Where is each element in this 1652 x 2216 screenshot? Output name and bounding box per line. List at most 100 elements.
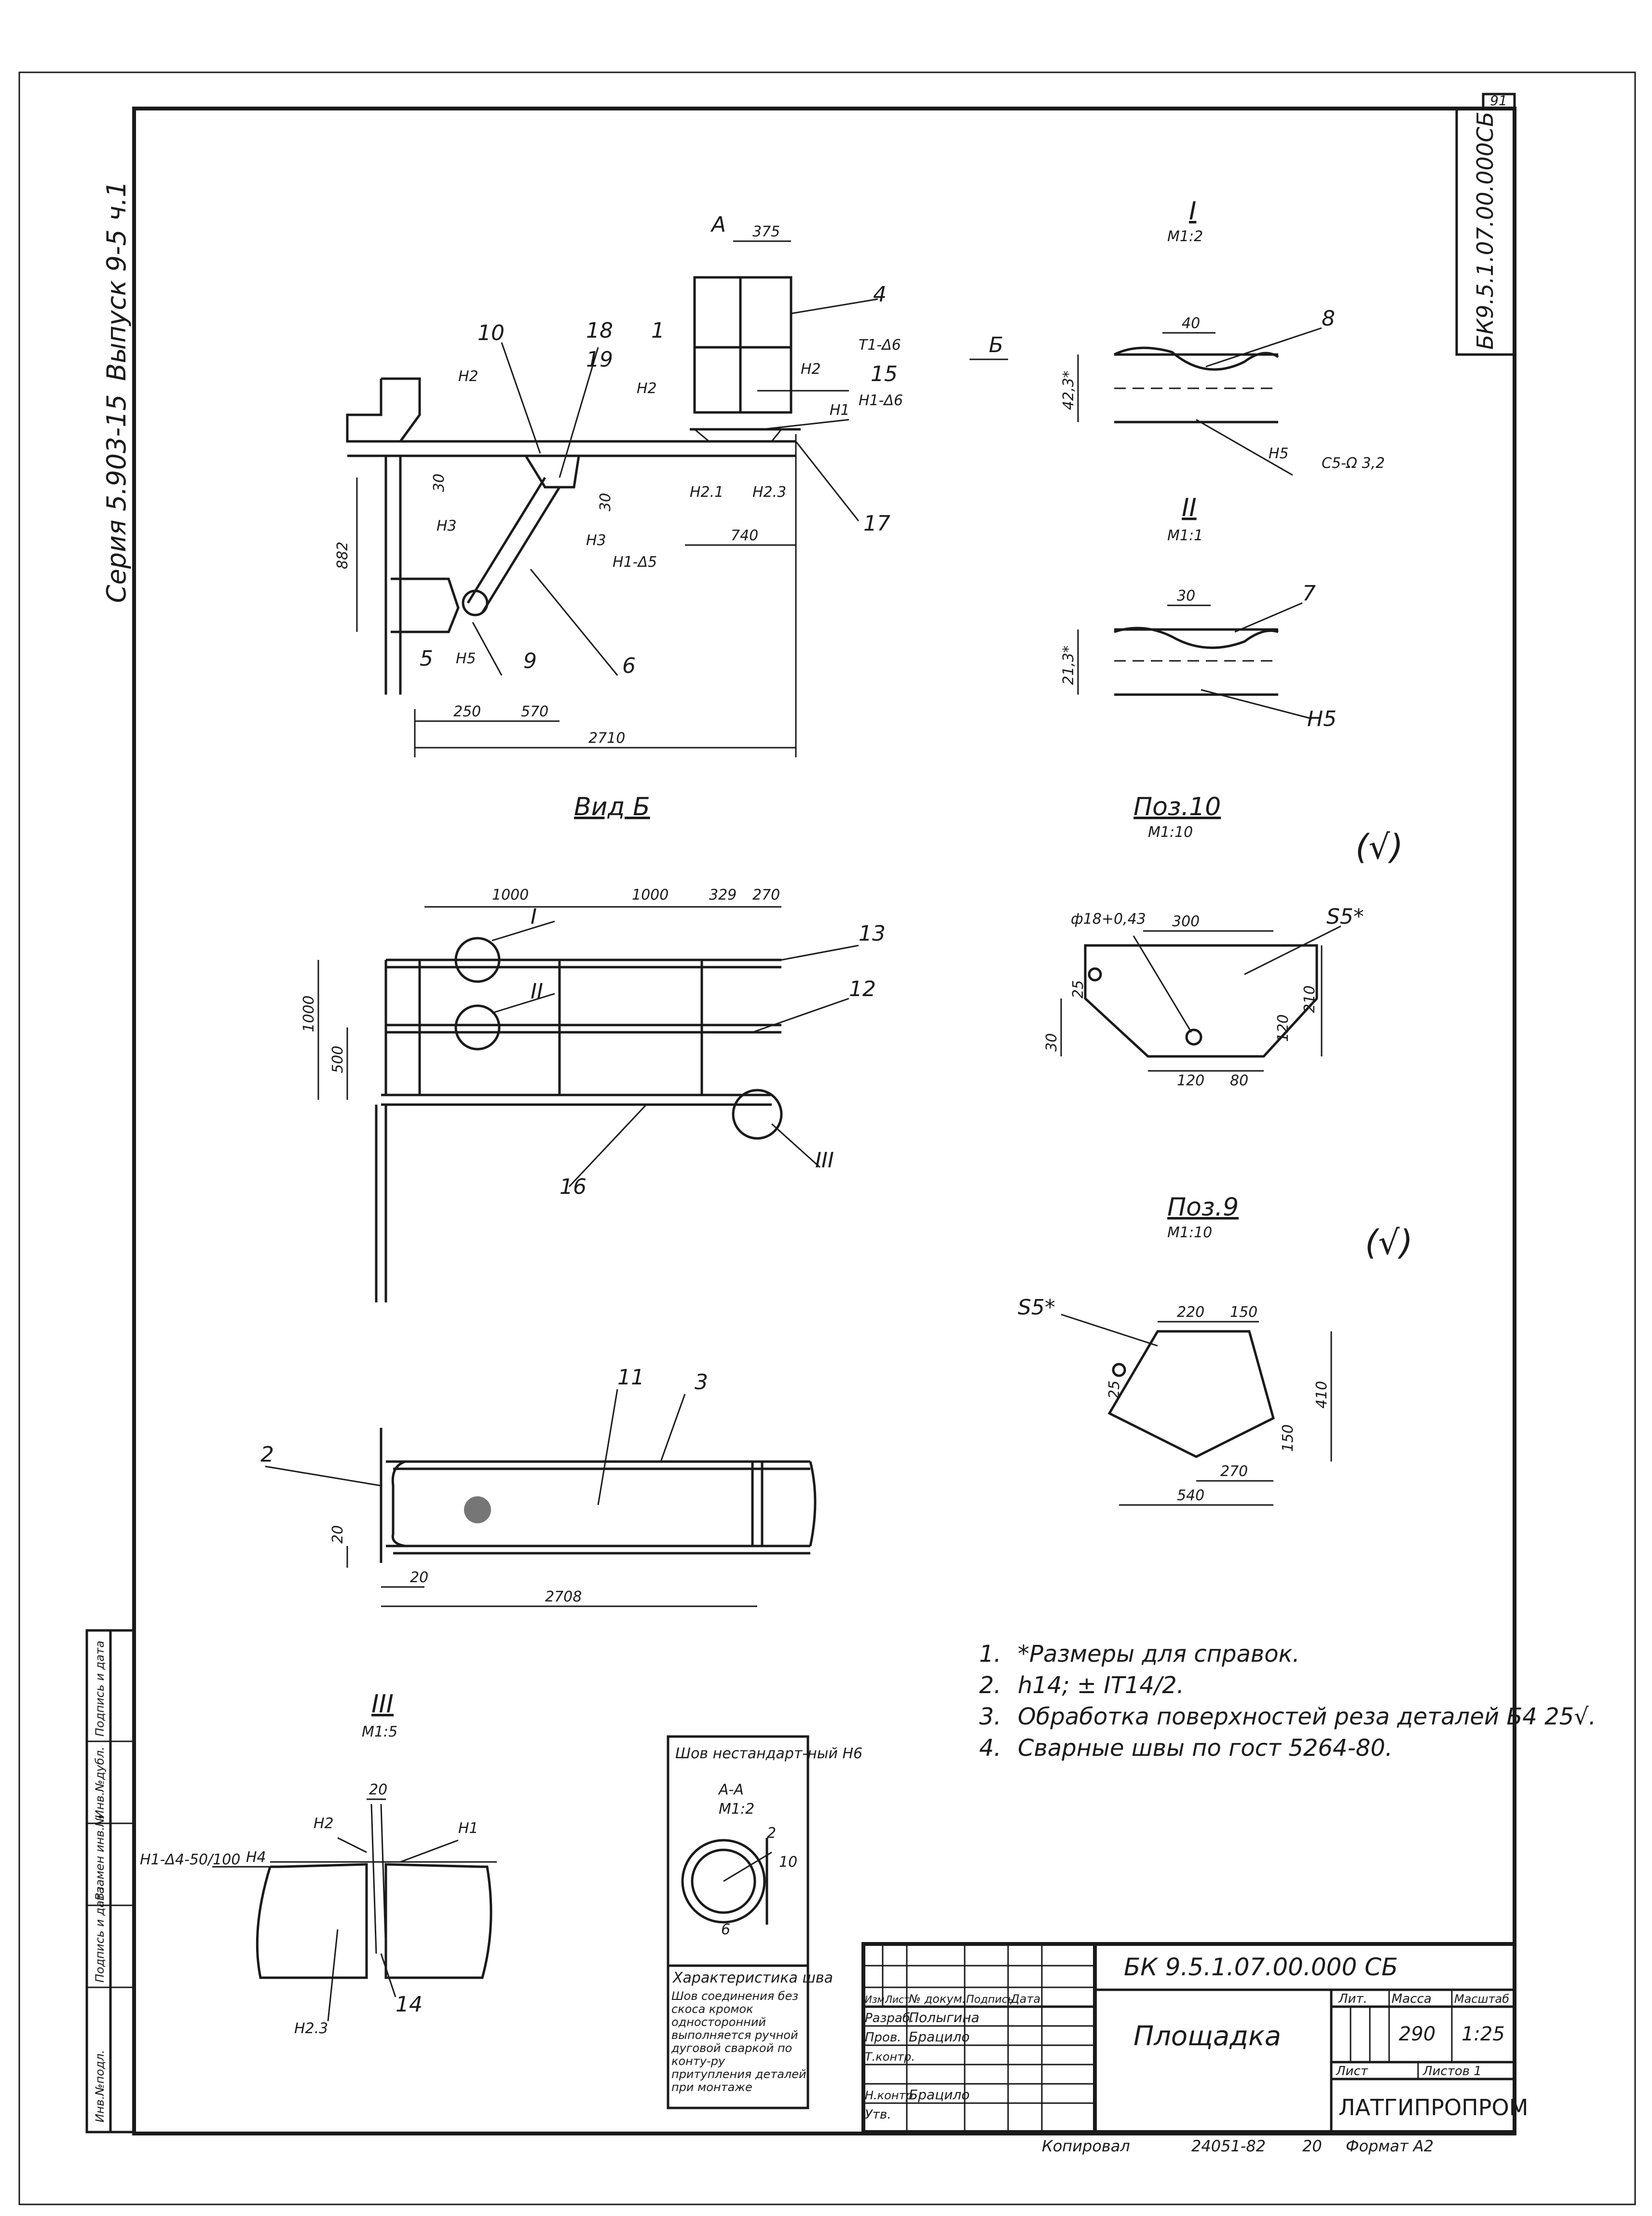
pos10-dim: 30: [1043, 1033, 1060, 1052]
pos10-dim: ф18+0,43: [1071, 911, 1146, 928]
weld-header: Шов нестандарт-ный Н6: [675, 1745, 862, 1762]
plan-callout: 6: [622, 654, 636, 678]
pos9-dim: 270: [1220, 1463, 1248, 1480]
detail-III-callout: Н1-Δ4-50/100: [140, 1851, 240, 1868]
title-name: Площадка: [1133, 2021, 1281, 2052]
section-I-dim: 40: [1182, 315, 1200, 332]
row-role: Пров.: [865, 2030, 901, 2045]
arrow-b-label: Б: [989, 333, 1003, 357]
plan-callout: 19: [586, 347, 613, 372]
pos10-roughness: (√): [1355, 827, 1403, 867]
notes: 1. *Размеры для справок. 2. h14; ± IT14/…: [979, 1641, 1596, 1762]
pos9-dim: 220: [1177, 1304, 1204, 1321]
detail-III-callout: Н1: [458, 1820, 478, 1837]
lit-label: Лит.: [1338, 1992, 1367, 2006]
row-name: Полыгина: [909, 2010, 980, 2025]
scale-label: Масштаб: [1454, 1992, 1509, 2006]
view-B-dim: 1000: [492, 887, 529, 903]
plan-callout: 10: [478, 321, 505, 345]
pos9-dim: 410: [1313, 1381, 1330, 1409]
footer-copied: Копировал: [1042, 2137, 1130, 2155]
pos10-scale: М1:10: [1148, 824, 1193, 841]
weld-char-text: Шов соединения без скоса кромок одностор…: [671, 1990, 806, 2094]
plan-callout: 5: [420, 646, 433, 671]
bottom-dim: 20: [329, 1525, 346, 1544]
plan-dim: 250: [453, 703, 481, 720]
inner-frame: [132, 107, 1516, 2135]
note-num: 4.: [979, 1735, 1001, 1762]
plan-callout: Н2.3: [752, 484, 786, 501]
scale-value: 1:25: [1461, 2023, 1505, 2045]
pos10-title: Поз.10: [1133, 793, 1221, 821]
doc-code-box: [1455, 107, 1516, 356]
detail-III: III М1:5 20 Н2 Н1 Н1-Δ4-50/100 Н4 Н2.3 1…: [140, 1690, 497, 2037]
side-stamp-cell: Инв.№подл.: [93, 2050, 107, 2122]
note-num: 2.: [979, 1672, 1001, 1699]
plan-callout: Н2: [458, 368, 478, 385]
plan-callout: 15: [871, 362, 898, 386]
section-I-dim: 42,3*: [1060, 370, 1077, 410]
plan-dim: 375: [752, 223, 780, 240]
row-role: Утв.: [865, 2107, 891, 2122]
footer-format: Формат А2: [1346, 2137, 1434, 2155]
view-B-callout: 13: [859, 921, 886, 946]
side-stamp-cell: Взамен инв.№: [93, 1815, 107, 1901]
section-II-dim: 21,3*: [1060, 645, 1077, 685]
detail-III-callout: 14: [396, 1992, 423, 2017]
pos10-dim: 210: [1301, 985, 1318, 1013]
note-num: 1.: [979, 1641, 1001, 1668]
col-header: № докум.: [908, 1992, 966, 2006]
plan-callout: Н3: [586, 532, 606, 549]
view-B-callout: II: [531, 979, 543, 1004]
bottom-dim: 2708: [545, 1588, 582, 1605]
section-I-scale: М1:2: [1167, 228, 1203, 245]
bottom-callout: 3: [695, 1370, 708, 1395]
plan-callout: 18: [586, 318, 613, 343]
row-role: Н.контр.: [865, 2089, 916, 2102]
section-I-callout: С5-Ω 3,2: [1322, 455, 1385, 472]
mass-label: Масса: [1392, 1992, 1432, 2006]
view-B-callout: I: [531, 904, 537, 929]
title-code: БК 9.5.1.07.00.000 СБ: [1124, 1953, 1398, 1981]
plan-callout: Н1-Δ5: [613, 554, 657, 571]
weld-char-title: Характеристика шва: [672, 1970, 833, 1986]
view-B-callout: 12: [849, 977, 876, 1001]
pos10-dim: 120: [1177, 1072, 1204, 1089]
section-II-callout: Н5: [1307, 707, 1337, 731]
series-label: Серия 5.903-15: [101, 394, 132, 603]
section-I-callout: Н5: [1269, 445, 1289, 462]
weld-note: Шов нестандарт-ный Н6 А-А М1:2 2 10 6 Ха…: [667, 1735, 862, 2109]
section-II-dim: 30: [1177, 588, 1195, 604]
plan-dim: 30: [597, 493, 614, 511]
plan-callout: Н1-Δ6: [859, 392, 903, 409]
view-B-callout: III: [815, 1148, 834, 1173]
bottom-callout: 2: [260, 1442, 274, 1467]
pos9-roughness: (√): [1365, 1223, 1413, 1262]
view-B-dim: 329: [709, 887, 737, 903]
col-header: Лист: [885, 1994, 910, 2005]
sheets-label: Листов 1: [1422, 2064, 1482, 2079]
pos9-scale: М1:10: [1167, 1224, 1212, 1241]
plan-callout: Н2: [801, 361, 821, 378]
pos10-view: Поз.10 М1:10 (√) ф18+0,43 300 S5* 25 210…: [1043, 793, 1403, 1089]
side-stamp: Инв.№подл. Подпись и дата Взамен инв.№ И…: [85, 1629, 136, 2134]
section-I-callout: 8: [1322, 306, 1335, 331]
title-block: Изм. Лист № докум. Подпись Дата Разраб. …: [861, 1942, 1528, 2134]
plan-dim: 2710: [588, 730, 625, 747]
plan-dim: 30: [431, 474, 448, 492]
pos10-dim: S5*: [1326, 904, 1364, 929]
plan-dim: 740: [731, 527, 758, 544]
section-II: II М1:1 30 21,3* 7 Н5: [1060, 493, 1337, 731]
mass-value: 290: [1399, 2023, 1435, 2045]
pos9-dim: 150: [1280, 1424, 1297, 1452]
pos9-dim: S5*: [1018, 1295, 1055, 1320]
plan-dim: 570: [521, 703, 548, 720]
issue-label: Выпуск 9-5 ч.1: [101, 181, 132, 381]
plan-callout: Н3: [437, 518, 457, 534]
col-header: Изм.: [865, 1994, 887, 2005]
pos10-dim: 25: [1070, 980, 1087, 999]
pos9-dim: 540: [1177, 1487, 1204, 1504]
view-B-dim: 1000: [632, 887, 669, 903]
note-text: Сварные швы по гост 5264-80.: [1018, 1735, 1393, 1762]
